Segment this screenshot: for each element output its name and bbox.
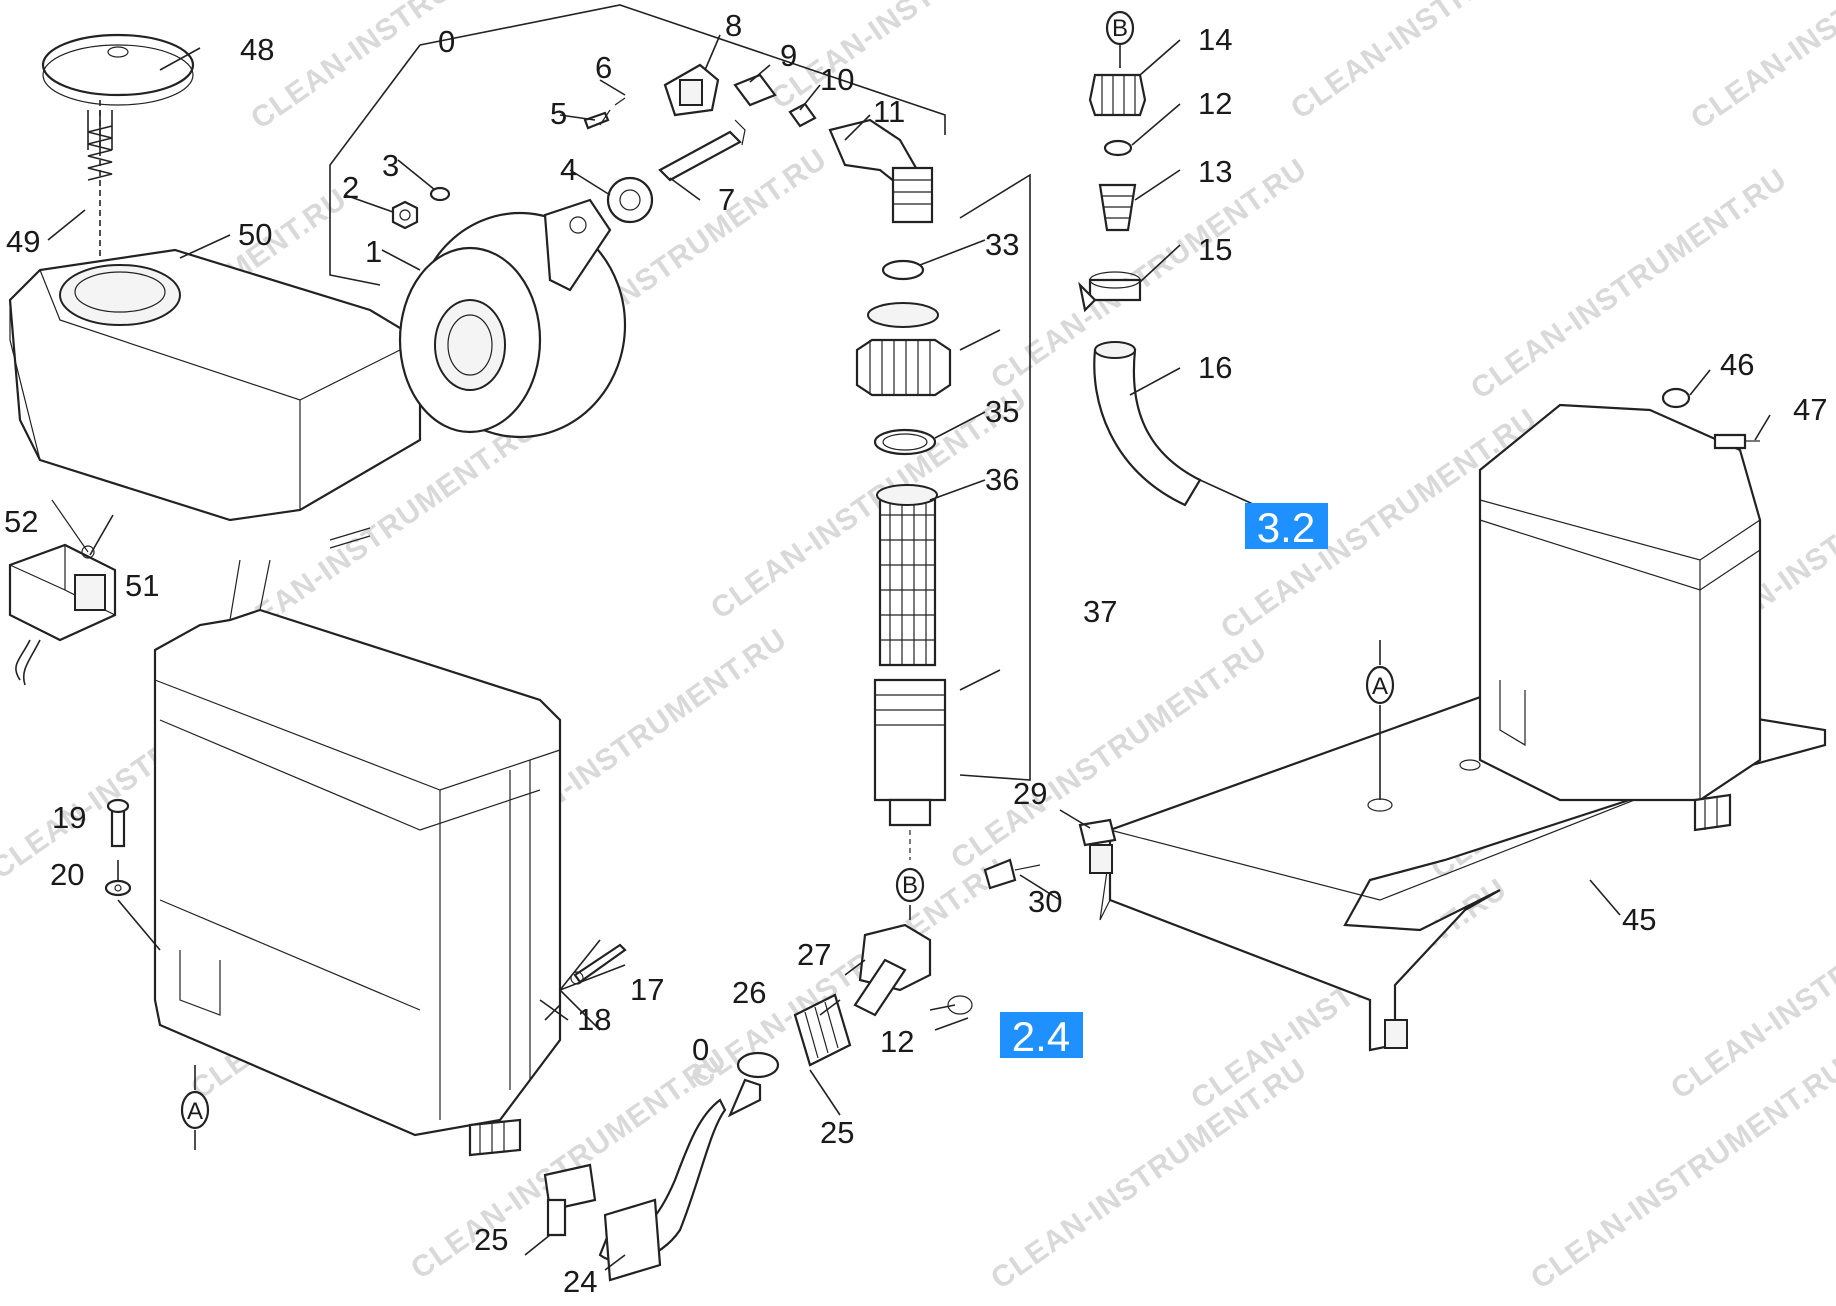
svg-text:A: A bbox=[187, 1098, 203, 1125]
part-label-24: 24 bbox=[563, 1264, 597, 1299]
watermark-text: CLEAN-INSTRUMENT.RU bbox=[705, 382, 1033, 625]
lid-spring bbox=[87, 100, 113, 270]
filter-stack-group bbox=[855, 259, 952, 860]
part-label-3: 3 bbox=[382, 148, 399, 183]
part-label-12-top: 12 bbox=[1198, 86, 1232, 121]
part-label-50: 50 bbox=[238, 217, 272, 252]
part-label-25-right: 25 bbox=[820, 1115, 854, 1150]
connection-markers: B B A A bbox=[180, 10, 1395, 1150]
part-label-33: 33 bbox=[985, 227, 1019, 262]
part-label-17: 17 bbox=[630, 972, 664, 1007]
left-hardware-group bbox=[104, 798, 627, 985]
marker-a-left: A bbox=[180, 1090, 210, 1130]
clean-water-tank-group bbox=[8, 33, 422, 549]
small-hardware-group bbox=[391, 63, 934, 230]
solenoid-valve-group bbox=[8, 499, 117, 686]
part-label-0-top: 0 bbox=[438, 24, 455, 59]
part-label-29: 29 bbox=[1013, 776, 1047, 811]
marker-b-top: B bbox=[1105, 10, 1135, 46]
part-label-25-left: 25 bbox=[474, 1222, 508, 1257]
watermark-text: CLEAN-INSTRUMENT.RU bbox=[685, 852, 1013, 1095]
svg-text:A: A bbox=[1372, 673, 1388, 700]
part-label-51: 51 bbox=[125, 568, 159, 603]
part-label-5: 5 bbox=[550, 96, 567, 131]
part-label-19: 19 bbox=[52, 800, 86, 835]
part-label-11: 11 bbox=[873, 94, 905, 129]
svg-text:3.2: 3.2 bbox=[1257, 504, 1315, 551]
part-label-47: 47 bbox=[1793, 392, 1827, 427]
part-label-16: 16 bbox=[1198, 350, 1232, 385]
right-fitting-group bbox=[1078, 73, 1202, 507]
part-label-30: 30 bbox=[1028, 884, 1062, 919]
part-label-36: 36 bbox=[985, 462, 1019, 497]
part-label-27: 27 bbox=[797, 937, 831, 972]
part-label-2: 2 bbox=[342, 170, 359, 205]
chassis-frame-group bbox=[983, 387, 1827, 1052]
part-label-35: 35 bbox=[985, 394, 1019, 429]
watermark-text: CLEAN-INSTRUMENT.RU bbox=[1285, 0, 1613, 126]
watermark-text: CLEAN-INSTRUMENT.RU bbox=[985, 1052, 1313, 1295]
svg-text:2.4: 2.4 bbox=[1012, 1013, 1070, 1060]
part-label-13: 13 bbox=[1198, 154, 1232, 189]
watermark-text: CLEAN-INSTRUMENT.RU bbox=[245, 0, 573, 136]
part-label-7: 7 bbox=[718, 182, 735, 217]
part-label-20: 20 bbox=[50, 857, 84, 892]
marker-b-bottom: B bbox=[895, 867, 925, 903]
left-dirty-water-tank bbox=[153, 559, 562, 1157]
part-label-12-bottom: 12 bbox=[880, 1024, 914, 1059]
part-label-18: 18 bbox=[577, 1002, 611, 1037]
watermark-text: CLEAN-INSTRUMENT.RU bbox=[1685, 0, 1836, 136]
part-label-8: 8 bbox=[725, 8, 742, 43]
part-label-14: 14 bbox=[1198, 22, 1232, 57]
wheel-group bbox=[398, 198, 627, 439]
reference-badge-2-4[interactable]: 2.4 bbox=[1000, 1012, 1083, 1060]
part-label-15: 15 bbox=[1198, 232, 1232, 267]
part-labels: 0 48 49 50 52 51 2 3 1 4 5 6 7 8 9 10 11… bbox=[4, 8, 1827, 1299]
part-label-49: 49 bbox=[6, 224, 40, 259]
part-label-0-bottom: 0 bbox=[692, 1032, 709, 1067]
hose-couplings-group bbox=[543, 923, 973, 1282]
part-label-26: 26 bbox=[732, 975, 766, 1010]
part-label-48: 48 bbox=[240, 32, 274, 67]
part-label-6: 6 bbox=[595, 50, 612, 85]
leader-lines bbox=[47, 4, 1771, 1271]
reference-badge-bg bbox=[1000, 1012, 1083, 1058]
part-label-1: 1 bbox=[365, 234, 382, 269]
part-label-9: 9 bbox=[780, 38, 797, 73]
part-label-46: 46 bbox=[1720, 347, 1754, 382]
part-label-52: 52 bbox=[4, 504, 38, 539]
marker-a-right: A bbox=[1365, 665, 1395, 705]
part-label-37: 37 bbox=[1083, 594, 1117, 629]
watermark-text: CLEAN-INSTRUMENT.RU bbox=[765, 0, 1093, 116]
part-label-45: 45 bbox=[1622, 902, 1656, 937]
svg-text:B: B bbox=[1112, 15, 1128, 42]
tank-lid bbox=[41, 33, 195, 97]
reference-badge-bg bbox=[1245, 503, 1328, 549]
svg-text:B: B bbox=[902, 872, 918, 899]
part-label-4: 4 bbox=[560, 152, 577, 187]
part-label-10: 10 bbox=[820, 62, 854, 97]
reference-badge-3-2[interactable]: 3.2 bbox=[1245, 503, 1328, 551]
